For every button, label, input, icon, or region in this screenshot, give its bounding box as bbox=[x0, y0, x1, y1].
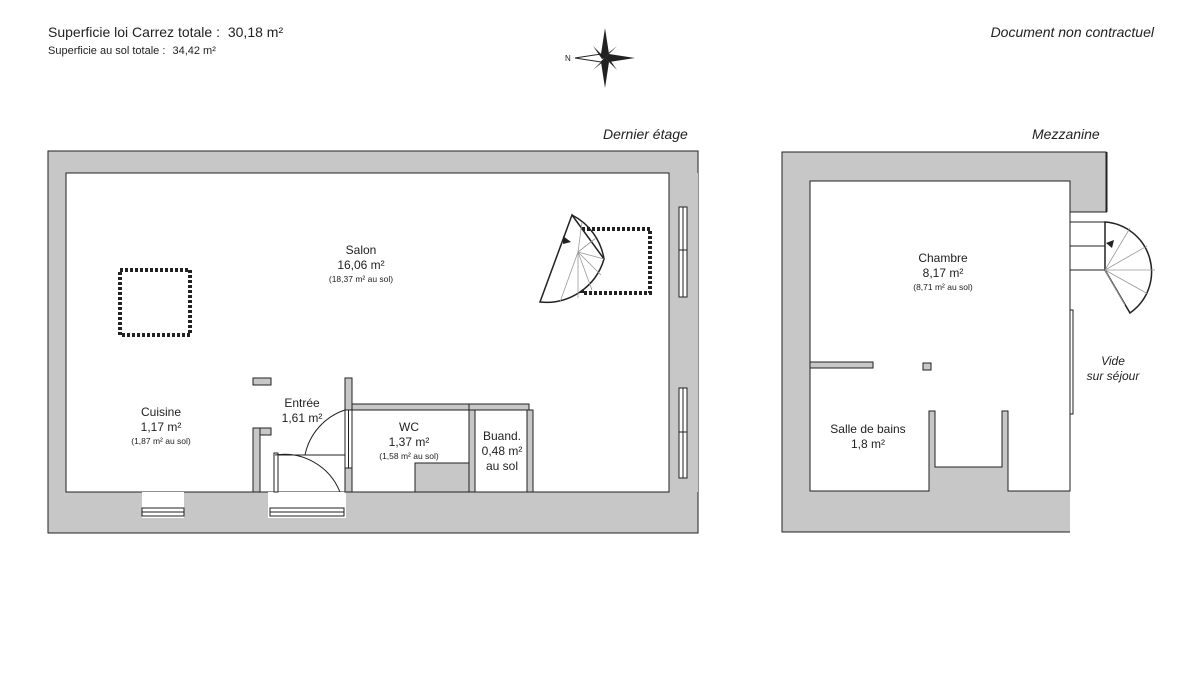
room-area: 1,37 m² bbox=[388, 435, 430, 449]
room-floor-area: (1,87 m² au sol) bbox=[131, 436, 191, 446]
entrance-door-swing bbox=[273, 409, 346, 493]
window-bottom-cuisine bbox=[141, 492, 185, 518]
top-floor-title: Dernier étage bbox=[603, 126, 688, 142]
spiral-staircase-mezzanine bbox=[1069, 221, 1155, 315]
ground-value: 34,42 m² bbox=[172, 45, 216, 57]
disclaimer: Document non contractuel bbox=[990, 24, 1154, 40]
carrez-value: 30,18 m² bbox=[227, 24, 284, 40]
ground-total: Superficie au sol totale : 34,42 m² bbox=[48, 45, 216, 57]
void-label: Vide sur séjour bbox=[1078, 354, 1148, 384]
void-label-line1: Vide bbox=[1101, 354, 1125, 368]
room-floor-area: au sol bbox=[485, 459, 519, 473]
room-area: 8,17 m² bbox=[922, 266, 964, 280]
void-label-line2: sur séjour bbox=[1086, 369, 1140, 383]
wc-door bbox=[344, 409, 353, 469]
top-floor-plan bbox=[47, 150, 699, 534]
room-name: Entrée bbox=[284, 396, 320, 410]
room-salle-de-bains: Salle de bains 1,8 m² bbox=[812, 422, 924, 452]
room-floor-area: (18,37 m² au sol) bbox=[328, 274, 394, 284]
room-floor-area: (8,71 m² au sol) bbox=[913, 282, 973, 292]
room-entree: Entrée 1,61 m² bbox=[272, 396, 332, 426]
window-right-lower bbox=[678, 387, 688, 479]
mezzanine-plan bbox=[781, 151, 1155, 533]
compass-rose-icon: N bbox=[565, 28, 635, 88]
room-name: Cuisine bbox=[140, 405, 182, 419]
window-right-upper bbox=[678, 206, 688, 298]
room-area: 0,48 m² bbox=[481, 444, 523, 458]
room-name: Buand. bbox=[482, 429, 522, 443]
room-salon: Salon 16,06 m² (18,37 m² au sol) bbox=[306, 243, 416, 285]
room-wc: WC 1,37 m² (1,58 m² au sol) bbox=[364, 420, 454, 462]
mezzanine-interior bbox=[809, 180, 1071, 492]
room-cuisine: Cuisine 1,17 m² (1,87 m² au sol) bbox=[106, 405, 216, 447]
room-area: 1,8 m² bbox=[850, 437, 885, 451]
ground-label: Superficie au sol totale : bbox=[48, 45, 166, 57]
room-name: WC bbox=[399, 420, 419, 434]
room-floor-area: (1,58 m² au sol) bbox=[379, 451, 439, 461]
north-letter: N bbox=[565, 54, 571, 63]
room-area: 1,17 m² bbox=[140, 420, 182, 434]
room-area: 16,06 m² bbox=[337, 258, 385, 272]
mezzanine-title: Mezzanine bbox=[1032, 126, 1100, 142]
room-chambre: Chambre 8,17 m² (8,71 m² au sol) bbox=[888, 251, 998, 293]
room-name: Salon bbox=[345, 243, 377, 257]
spiral-staircase-top bbox=[538, 213, 652, 304]
entrance-opening bbox=[268, 492, 346, 518]
room-area: 1,61 m² bbox=[281, 411, 323, 425]
room-buanderie: Buand. 0,48 m² au sol bbox=[475, 429, 529, 474]
room-name: Salle de bains bbox=[830, 422, 906, 436]
skylight-left bbox=[118, 268, 192, 337]
room-name: Chambre bbox=[918, 251, 968, 265]
carrez-label: Superficie loi Carrez totale : bbox=[48, 24, 220, 40]
carrez-total: Superficie loi Carrez totale : 30,18 m² bbox=[48, 24, 283, 40]
